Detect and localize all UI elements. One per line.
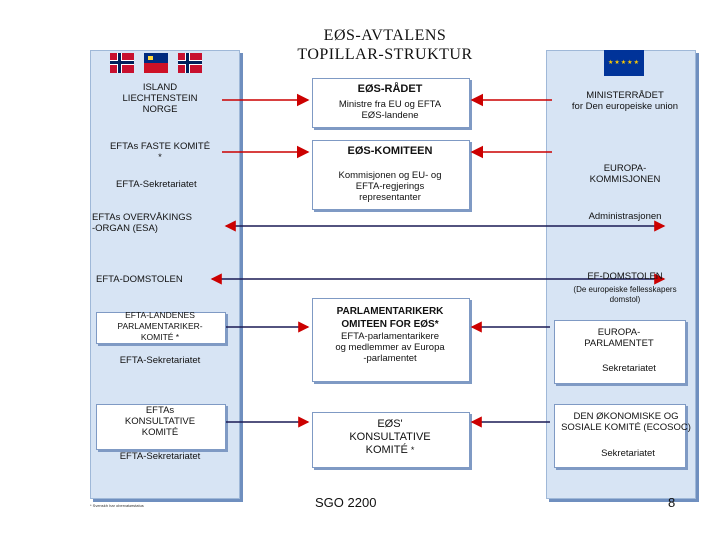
eea-consultative-committee: EØS' KONSULTATIVE KOMITÉ * — [312, 418, 468, 457]
eu-council-line-1: MINISTERRÅDET — [586, 90, 664, 101]
eu-council-line-2: for Den europeiske union — [571, 101, 679, 112]
eea-parliamentary-committee-box — [312, 298, 470, 382]
ecosoc-line-2: SOSIALE KOMITÉ (ECOSOC) — [561, 422, 691, 433]
eea-committee: EØS-KOMITEEN Kommisjonen og EU- og EFTA-… — [312, 145, 468, 203]
efta-standing-committee: EFTAs FASTE KOMITÉ * — [96, 141, 224, 163]
eea-committee-box — [312, 140, 470, 210]
ec-court: EF-DOMSTOLEN (De europeiske fellesskaper… — [550, 271, 700, 305]
eea-committee-sub-2: EFTA-regjerings — [355, 181, 425, 192]
efta-countries: ISLAND LIECHTENSTEIN NORGE — [96, 82, 224, 115]
eea-committee-sub-3: representanter — [359, 192, 421, 203]
eea-consult-title-3-text: KOMITÉ — [365, 444, 408, 456]
eea-consult-title-3: KOMITÉ * — [312, 444, 468, 457]
eu-parliament-secretariat: Sekretariatet — [602, 363, 656, 374]
efta-consultative-committee: EFTAs KONSULTATIVE KOMITÉ — [98, 405, 222, 438]
eea-consultative-committee-box — [312, 412, 470, 468]
efta-standing-committee-mark: * — [158, 152, 162, 163]
page-number: 8 — [668, 495, 676, 510]
liechtenstein-flag-icon — [144, 53, 168, 73]
efta-parl-line-3: KOMITÉ * — [140, 332, 180, 342]
country-iceland: ISLAND — [142, 82, 178, 93]
efta-parliamentary-committee-box — [96, 312, 226, 344]
title-line-2: TOPILLAR-STRUKTUR — [297, 46, 473, 63]
efta-secretariat-2: EFTA-Sekretariatet — [119, 355, 201, 366]
efta-standing-committee-label: EFTAs FASTE KOMITÉ — [109, 141, 211, 152]
eea-council-sub-2: EØS-landene — [361, 110, 419, 121]
ec-court-sub-2: domstol) — [609, 295, 641, 304]
eea-parl-title-2: OMITEEN FOR EØS* — [341, 319, 439, 330]
ecosoc: DEN ØKONOMISKE OG SOSIALE KOMITÉ (ECOSOC… — [550, 411, 702, 433]
eea-parl-sub-3: -parlamentet — [363, 353, 417, 364]
eu-flag-icon: ★★★★★ — [604, 50, 644, 76]
norway-flag-icon-2 — [178, 53, 202, 73]
ecosoc-secretariat: Sekretariatet — [601, 448, 655, 459]
efta-parl-line-2: PARLAMENTARIKER- — [117, 321, 203, 331]
commission-line-1: EUROPA- — [603, 163, 647, 174]
eu-administration: Administrasjonen — [588, 211, 662, 222]
ecosoc-line-1: DEN ØKONOMISKE OG — [573, 411, 679, 422]
european-parliament-box — [554, 320, 686, 384]
eea-consult-title-2: KONSULTATIVE — [349, 431, 431, 443]
eea-committee-sub-1: Kommisjonen og EU- og — [338, 170, 442, 181]
eea-council-sub-1: Ministre fra EU og EFTA — [338, 99, 442, 110]
efta-secretariat-1: EFTA-Sekretariatet — [116, 179, 197, 190]
country-liechtenstein: LIECHTENSTEIN — [122, 93, 198, 104]
page-title: EØS-AVTALENS TOPILLAR-STRUKTUR — [250, 26, 520, 64]
esa-line-1: EFTAs OVERVÅKINGS — [92, 212, 192, 223]
european-commission: EUROPA- KOMMISJONEN — [550, 163, 700, 185]
slide-code: SGO 2200 — [315, 495, 377, 510]
eea-consult-title-1: EØS' — [377, 418, 403, 430]
eea-council-title: EØS-RÅDET — [357, 83, 423, 95]
efta-parliamentary-committee: EFTA-LANDENES PARLAMENTARIKER- KOMITÉ * — [98, 310, 222, 343]
ec-court-label: EF-DOMSTOLEN — [587, 271, 663, 282]
ec-court-sub-1: (De europeiske fellesskapers — [573, 285, 677, 294]
eea-committee-title: EØS-KOMITEEN — [347, 145, 433, 157]
eea-council-box — [312, 78, 470, 128]
eu-council: MINISTERRÅDET for Den europeiske union — [550, 90, 700, 112]
commission-line-2: KOMMISJONEN — [589, 174, 661, 185]
title-line-1: EØS-AVTALENS — [323, 27, 447, 44]
efta-consultative-committee-box — [96, 404, 226, 450]
ecosoc-box — [554, 404, 686, 468]
eea-council: EØS-RÅDET Ministre fra EU og EFTA EØS-la… — [312, 83, 468, 121]
parliament-line-2: PARLAMENTET — [584, 338, 654, 349]
efta-surveillance-authority: EFTAs OVERVÅKINGS -ORGAN (ESA) — [92, 212, 220, 234]
efta-consult-line-3: KOMITÉ — [141, 427, 179, 438]
efta-parl-line-1: EFTA-LANDENES — [125, 310, 195, 320]
efta-flags — [108, 50, 218, 76]
parliament-line-1: EUROPA- — [597, 327, 641, 338]
esa-line-2: -ORGAN (ESA) — [92, 223, 158, 234]
eea-parl-sub-2: og medlemmer av Europa — [335, 342, 445, 353]
eea-parl-title-1: PARLAMENTARIKERK — [336, 306, 444, 317]
eea-parl-sub-1: EFTA-parlamentarikere — [340, 331, 440, 342]
country-norway: NORGE — [142, 104, 178, 115]
european-parliament: EUROPA- PARLAMENTET — [554, 327, 684, 349]
efta-court: EFTA-DOMSTOLEN — [96, 274, 183, 285]
norway-flag-icon — [110, 53, 134, 73]
eea-parliamentary-committee: PARLAMENTARIKERK OMITEEN FOR EØS* EFTA-p… — [312, 305, 468, 364]
eea-consult-mark: * — [410, 445, 415, 455]
efta-secretariat-3: EFTA-Sekretariatet — [119, 451, 201, 462]
efta-consult-line-2: KONSULTATIVE — [124, 416, 196, 427]
footnote: * Svenskh har obervatørstatus — [90, 503, 144, 508]
efta-consult-line-1: EFTAs — [145, 405, 175, 416]
